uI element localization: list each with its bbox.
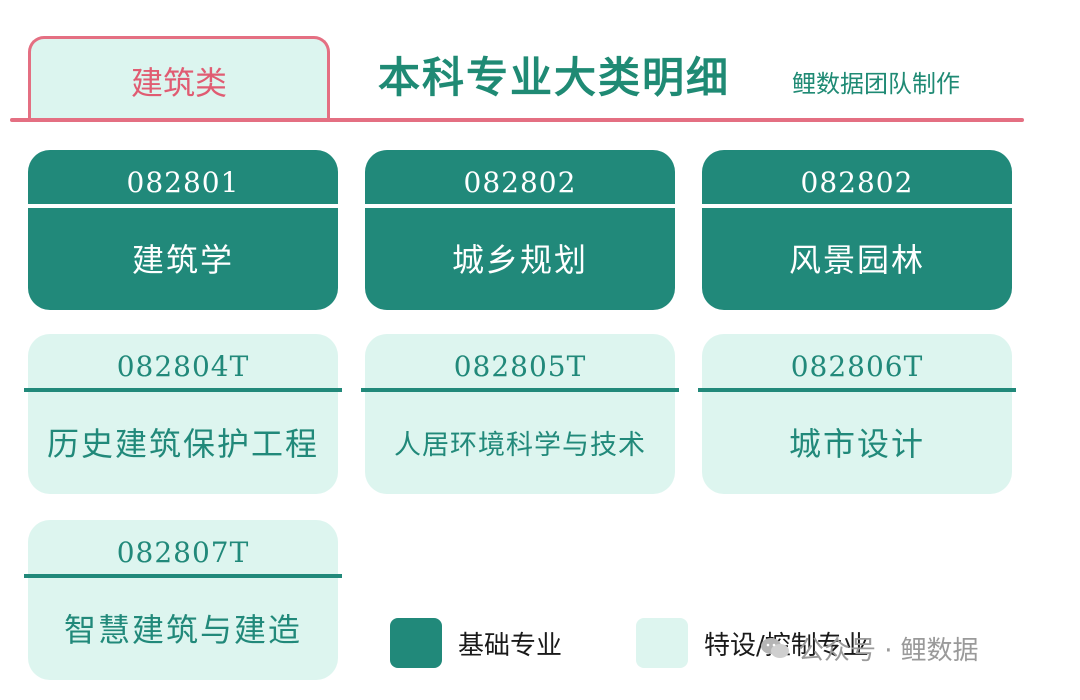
- major-code: 082802: [463, 165, 577, 199]
- legend-swatch-basic: [390, 618, 442, 668]
- credit-text: 鲤数据团队制作: [792, 69, 960, 98]
- major-name: 历史建筑保护工程: [46, 425, 319, 463]
- major-code: 082805T: [453, 349, 587, 383]
- legend-label-basic: 基础专业: [458, 630, 563, 661]
- major-name: 风景园林: [788, 241, 925, 279]
- category-tab-label: 建筑类: [130, 63, 227, 102]
- category-tab[interactable]: 建筑类: [28, 36, 330, 122]
- major-name: 城乡规划: [451, 241, 588, 279]
- watermark: 公众号 · 鲤数据: [760, 628, 979, 668]
- major-name: 建筑学: [131, 241, 234, 279]
- wechat-icon: [761, 638, 789, 658]
- major-card: 082807T 智慧建筑与建造: [24, 520, 342, 680]
- header-divider: [10, 118, 1024, 122]
- major-card: 082801 建筑学: [28, 150, 338, 310]
- major-name: 城市设计: [788, 425, 925, 463]
- major-card: 082802 风景园林: [702, 150, 1012, 310]
- card-divider: [361, 388, 679, 392]
- page-title: 本科专业大类明细: [378, 52, 731, 102]
- major-code: 082802: [800, 165, 914, 199]
- major-code: 082804T: [116, 349, 250, 383]
- legend-swatch-special: [636, 618, 688, 668]
- card-divider: [702, 204, 1012, 208]
- card-divider: [24, 388, 342, 392]
- card-divider: [24, 574, 342, 578]
- card-divider: [698, 388, 1016, 392]
- watermark-prefix: 公众号 ·: [798, 635, 893, 666]
- major-code: 082807T: [116, 535, 250, 569]
- major-card: 082802 城乡规划: [365, 150, 675, 310]
- major-code: 082806T: [790, 349, 924, 383]
- major-card: 082805T 人居环境科学与技术: [361, 334, 679, 494]
- card-divider: [28, 204, 338, 208]
- major-code: 082801: [126, 165, 240, 199]
- major-name: 人居环境科学与技术: [394, 429, 646, 461]
- major-card: 082806T 城市设计: [698, 334, 1016, 494]
- major-card: 082804T 历史建筑保护工程: [24, 334, 342, 494]
- watermark-name: 鲤数据: [900, 635, 979, 666]
- major-name: 智慧建筑与建造: [63, 611, 302, 649]
- card-divider: [365, 204, 675, 208]
